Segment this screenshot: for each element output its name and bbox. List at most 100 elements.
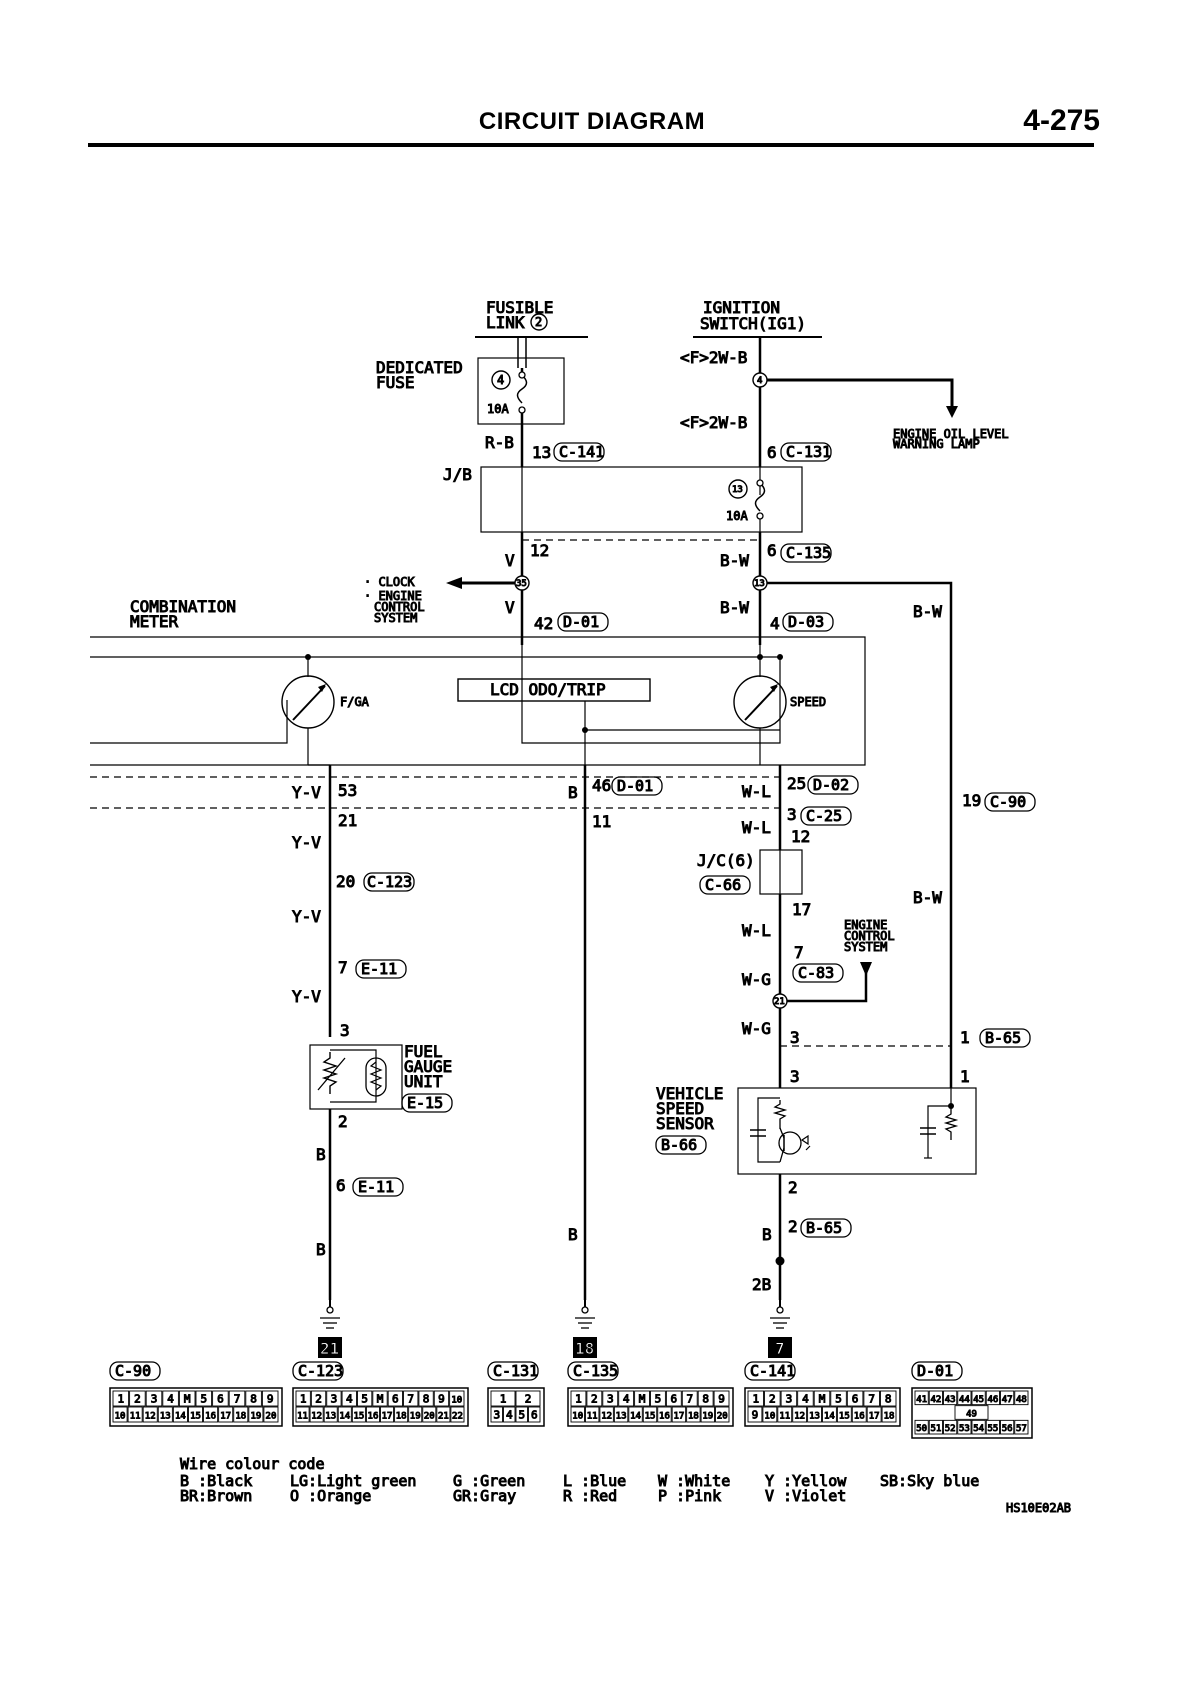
- pin-42: 42: [534, 614, 553, 633]
- fuse-4-terminal-top: [518, 371, 526, 379]
- speedometer-label: SPEED: [790, 695, 826, 709]
- lcd-odo-trip-label: LCD ODO/TRIP: [490, 680, 606, 699]
- connector-pin-number: 15: [645, 1412, 656, 1422]
- fuse-4-number-circle: [491, 370, 511, 390]
- connector-pin-number: 4: [167, 1393, 174, 1406]
- connector-pin-cell: [822, 1406, 837, 1423]
- connector-pin-cell: [357, 1390, 373, 1407]
- pin-2-e15: 2: [338, 1112, 348, 1131]
- fusible-link-label-2: LINK: [486, 313, 525, 332]
- engine-control-label-3: SYSTEM: [844, 940, 887, 954]
- fusible-link-label-1: FUSIBLE: [486, 298, 553, 317]
- connector-pin-number: 52: [945, 1424, 956, 1434]
- lcd-wire-left: [521, 645, 781, 744]
- connector-pin-number: 5: [518, 1409, 525, 1422]
- connector-pin-cell: [157, 1406, 173, 1423]
- fuel-gauge-thermistor: [365, 1057, 387, 1097]
- connector-pin-cell: [1014, 1419, 1029, 1435]
- combination-meter-label-1: COMBINATION: [130, 597, 236, 616]
- wire-wl-label-3: W-L: [742, 921, 771, 940]
- pin-2-vss: 2: [788, 1178, 798, 1197]
- connector-pin-number: 9: [267, 1393, 274, 1406]
- connector-pin-number: 17: [673, 1412, 684, 1422]
- fusible-link-number-circle: [530, 313, 548, 331]
- connector-pin-cell: [928, 1419, 943, 1435]
- pin-7-e11: 7: [338, 958, 348, 977]
- connector-pin-number: 15: [839, 1412, 850, 1422]
- clock-label-3: CONTROL: [374, 600, 425, 614]
- connector-view-tag-frame: [744, 1361, 796, 1381]
- connector-pin-number: 21: [438, 1412, 449, 1422]
- connector-pin-cell: [365, 1406, 380, 1423]
- wire-wg-label-1: W-G: [742, 970, 771, 989]
- fuel-gauge-thermistor-wire: [330, 1049, 377, 1103]
- connector-pin-cell: [777, 1406, 793, 1423]
- connector-pin-cell: [310, 1390, 327, 1407]
- speedometer-needle: [744, 685, 778, 721]
- connector-pin-cell: [112, 1406, 128, 1423]
- connector-pin-cell: [233, 1406, 249, 1423]
- connector-pin-cell: [602, 1390, 619, 1407]
- connector-pin-number: 15: [190, 1412, 201, 1422]
- connector-pin-cell: [747, 1390, 765, 1407]
- connector-c83-tag: C-83: [798, 964, 834, 982]
- oil-lamp-label-1: ENGINE OIL LEVEL: [893, 427, 1009, 441]
- connector-pin-number: 6: [217, 1393, 224, 1406]
- connector-d01-tag-frame-b: [611, 776, 663, 796]
- connector-pin-number: 53: [959, 1424, 970, 1434]
- connector-pin-number: 7: [234, 1393, 241, 1406]
- connector-pin-cell: [957, 1390, 972, 1406]
- connector-view-tag: D-01: [917, 1362, 953, 1380]
- pin-6-e11: 6: [336, 1176, 346, 1195]
- wire-v-label-2: V: [505, 598, 515, 617]
- connector-pin-number: 9: [752, 1409, 759, 1422]
- fuse-13-number-circle: [728, 479, 748, 499]
- fuse-13-terminal-top: [756, 479, 764, 487]
- jc-label: J/C(6): [697, 851, 755, 870]
- connector-pin-cell: [971, 1390, 986, 1406]
- connector-pin-cell: [203, 1406, 219, 1423]
- connector-pin-cell: [715, 1406, 730, 1423]
- legend-entry: G :Green: [453, 1472, 525, 1490]
- connector-b65-tag-frame-a: [979, 1028, 1031, 1048]
- connector-c90-tag-frame: [984, 792, 1036, 812]
- connector-pin-cell: [1000, 1419, 1015, 1435]
- connector-view-tag-frame: [292, 1361, 344, 1381]
- connector-pin-cell: [387, 1390, 403, 1407]
- connector-pin-number: 11: [587, 1412, 598, 1422]
- connector-pin-number: 8: [702, 1393, 709, 1406]
- pin-25: 25: [787, 774, 806, 793]
- splice-35-number: 35: [516, 579, 527, 589]
- combination-meter-label-2: METER: [130, 612, 179, 631]
- fuse-4-symbol: [516, 374, 528, 404]
- connector-pin-number: 3: [331, 1393, 338, 1406]
- connector-pin-cell: [657, 1406, 672, 1423]
- fuel-gauge-variable-resistor: [321, 1052, 339, 1094]
- connector-e11-tag-frame-b: [352, 1177, 404, 1197]
- connector-d02-tag-frame: [807, 775, 859, 795]
- splice-13-number: 13: [754, 579, 765, 589]
- connector-pin-cell: [433, 1390, 450, 1407]
- connector-pin-number: 10: [115, 1412, 126, 1422]
- wire-b-label-3: B: [568, 783, 578, 802]
- pin-3-b66: 3: [790, 1067, 800, 1086]
- pin-11: 11: [592, 812, 611, 831]
- connector-pin-cell: [295, 1390, 311, 1407]
- connector-pin-number: 13: [325, 1412, 336, 1422]
- fuel-gauge-meter: [281, 675, 335, 729]
- connector-pin-number: 1: [500, 1393, 507, 1406]
- connector-pin-number: 11: [130, 1412, 141, 1422]
- connector-pin-number: 14: [339, 1412, 350, 1422]
- connector-view-tag: C-90: [115, 1362, 151, 1380]
- connector-pin-number: 54: [973, 1424, 984, 1434]
- connector-pin-number: 44: [959, 1395, 970, 1405]
- connector-pin-cell: [408, 1406, 423, 1423]
- wire-v-label-1: V: [505, 551, 515, 570]
- connector-view-tag: C-131: [493, 1362, 538, 1380]
- connector-pin-number: 48: [1016, 1395, 1027, 1405]
- connector-b65-tag-b: B-65: [806, 1219, 842, 1237]
- lcd-odo-trip-box: [457, 678, 651, 702]
- connector-view-body: [292, 1387, 469, 1427]
- wire-2b-label: 2B: [752, 1275, 771, 1294]
- connector-pin-number: 17: [382, 1412, 393, 1422]
